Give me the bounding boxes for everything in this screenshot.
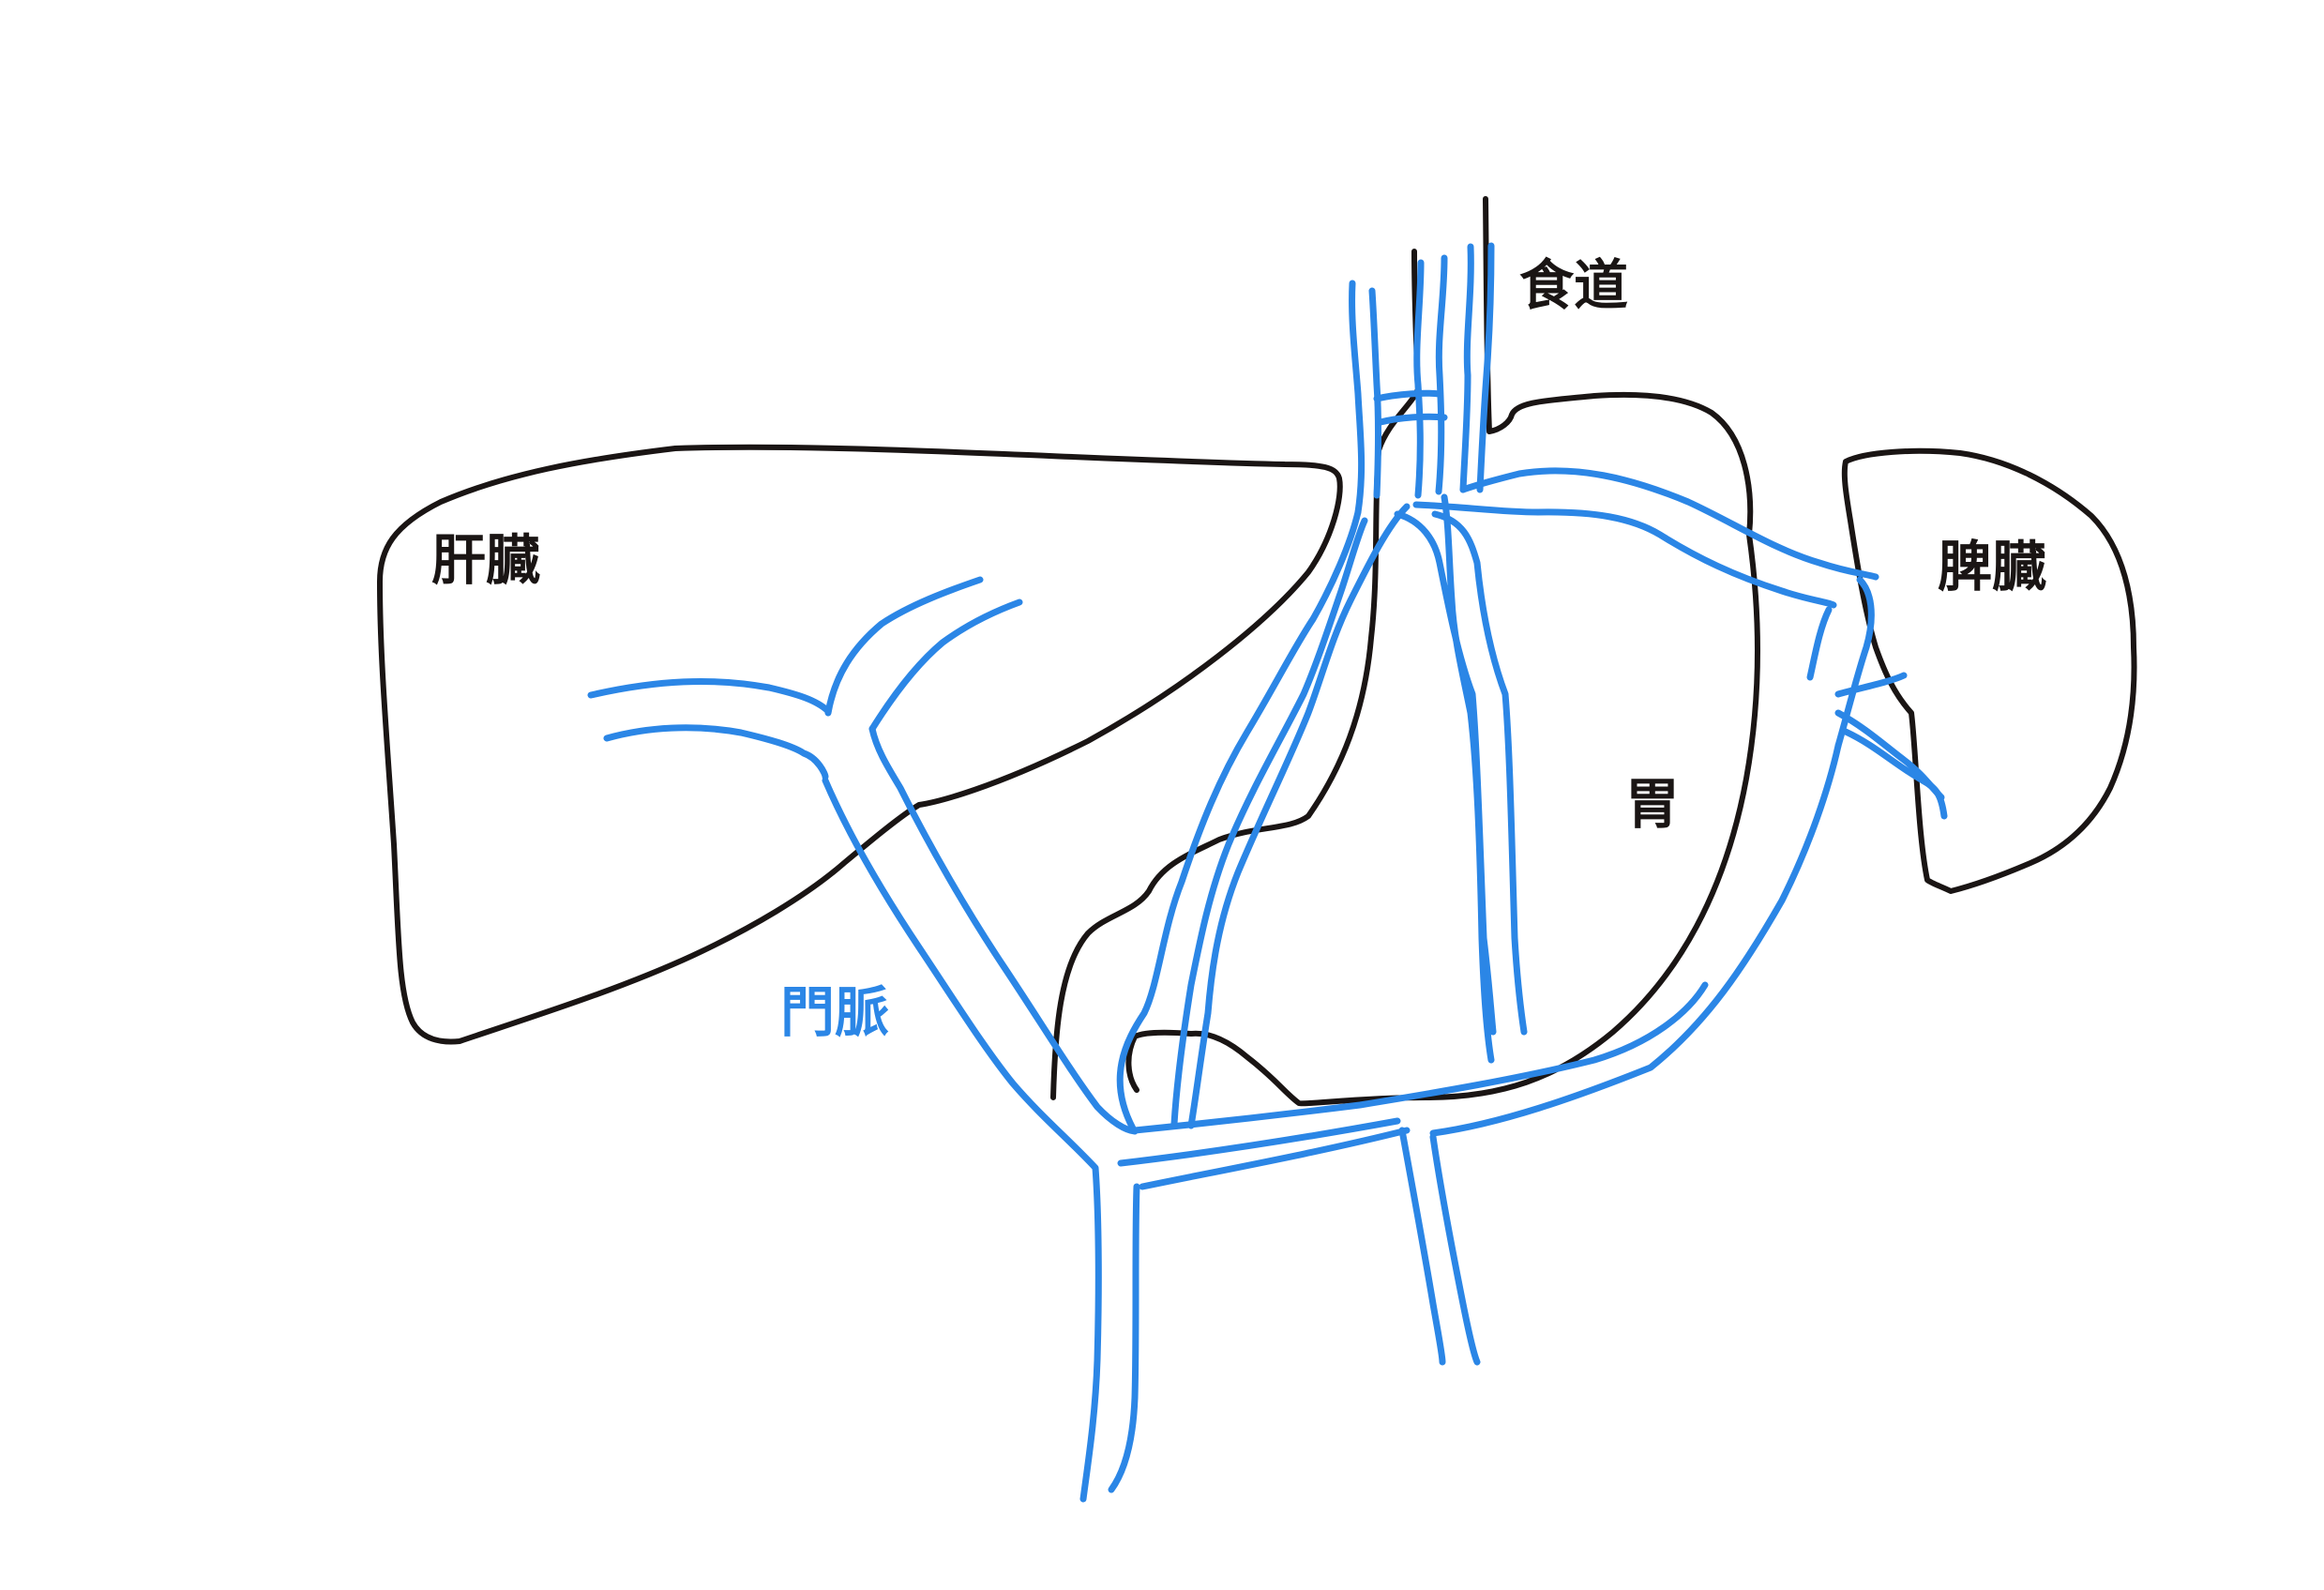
stomach-outline [1050, 196, 1761, 1107]
liver-label: 肝臓 [431, 528, 541, 592]
spleen-label: 脾臓 [1938, 535, 2047, 598]
portal-vein-system [587, 242, 1948, 1503]
stomach-label: 胃 [1625, 772, 1681, 836]
spleen-outline [1841, 447, 2137, 894]
esophagus-label: 食道 [1519, 253, 1629, 317]
liver-outline [377, 444, 1343, 1045]
portal-vein-label: 門脈 [780, 980, 890, 1044]
